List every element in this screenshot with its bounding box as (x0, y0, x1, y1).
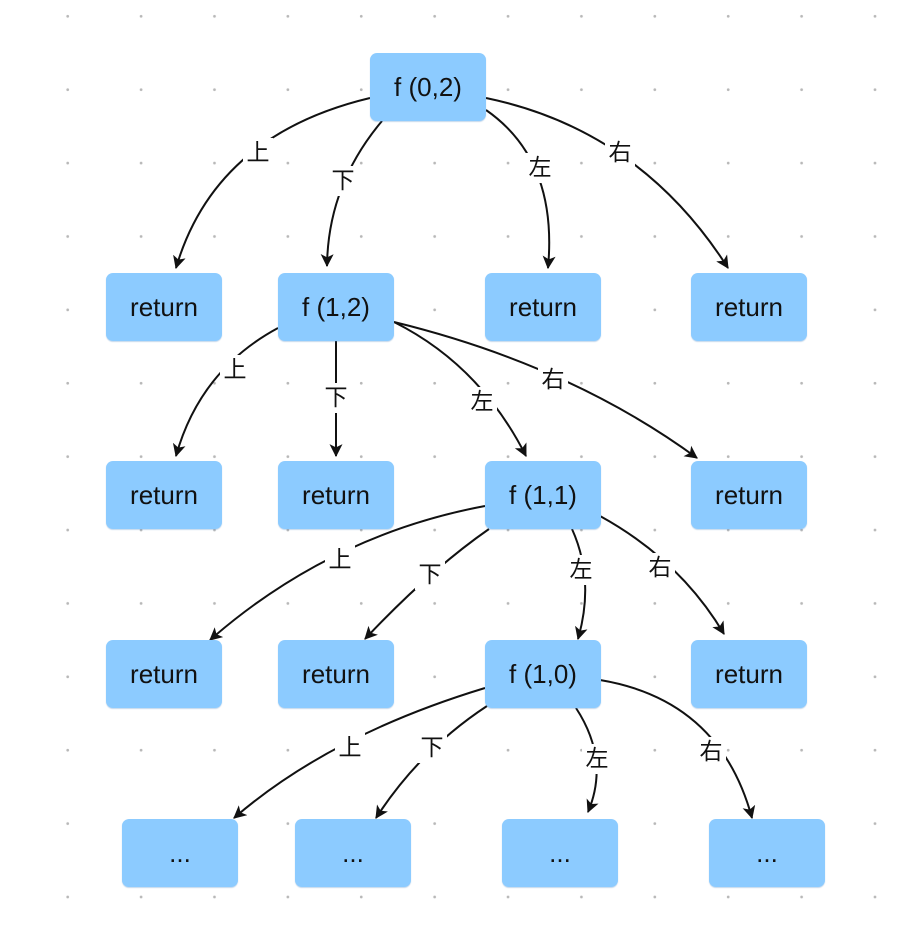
edge-line (485, 109, 556, 270)
node-label: f (1,1) (509, 479, 577, 510)
edge-label-background (335, 733, 365, 763)
node-label: return (130, 291, 198, 322)
node-label: return (130, 658, 198, 689)
node-f11: f (1,1) (485, 461, 601, 529)
node-r6: return (106, 640, 222, 708)
node-label: ... (549, 837, 571, 868)
edge-line (172, 327, 279, 458)
edge-f02-r1: 上 (173, 97, 371, 270)
edge-label: 下 (421, 735, 444, 761)
edge-label-background (417, 733, 447, 763)
edge-f02-r3: 右 (485, 97, 729, 269)
edge-f12-r4: 上 (172, 327, 279, 458)
node-f02: f (0,2) (370, 53, 486, 121)
edge-label: 右 (700, 739, 723, 765)
edge-line (485, 97, 729, 269)
edge-label-background (243, 138, 273, 168)
edge-label: 右 (609, 140, 632, 166)
edge-label: 上 (329, 547, 352, 573)
node-r4: return (106, 461, 222, 529)
edge-label-background (525, 153, 555, 183)
edge-label: 左 (471, 389, 494, 415)
node-label: f (1,2) (302, 291, 370, 322)
edge-line (393, 321, 527, 457)
node-r5: return (278, 461, 394, 529)
edge-f11-r8: 右 (599, 515, 725, 635)
edge-f12-r5: 下 (321, 341, 351, 458)
edge-label: 右 (649, 555, 672, 581)
node-f10: f (1,0) (485, 640, 601, 708)
edge-label-background (566, 555, 596, 585)
node-label: return (302, 658, 370, 689)
edge-label-background (415, 560, 445, 590)
edge-label-background (328, 166, 358, 196)
node-label: f (0,2) (394, 71, 462, 102)
edge-f10-e1: 上 (233, 687, 486, 819)
edge-label: 右 (542, 367, 565, 393)
node-r8: return (691, 640, 807, 708)
edge-label: 上 (224, 357, 247, 383)
edge-label: 下 (419, 562, 442, 588)
node-label: return (715, 658, 783, 689)
edge-label: 左 (529, 155, 552, 181)
node-r3: return (691, 273, 807, 341)
edge-label: 上 (247, 140, 270, 166)
node-r9: return (691, 461, 807, 529)
edge-f02-r2: 左 (485, 109, 556, 270)
node-label: return (302, 479, 370, 510)
node-label: ... (756, 837, 778, 868)
edge-label: 上 (339, 735, 362, 761)
edge-f02-f12: 下 (320, 120, 383, 268)
edge-label-background (325, 545, 355, 575)
edge-label-background (538, 365, 568, 395)
node-label: return (130, 479, 198, 510)
edge-f12-f11: 左 (393, 321, 527, 457)
node-e3: ... (502, 819, 618, 887)
node-label: return (715, 479, 783, 510)
edge-line (599, 679, 756, 820)
edge-label-background (582, 744, 612, 774)
node-r2: return (485, 273, 601, 341)
edge-label-background (696, 737, 726, 767)
node-label: return (715, 291, 783, 322)
edge-label-background (321, 383, 351, 413)
edge-label-background (220, 355, 250, 385)
edge-f10-e2: 下 (375, 705, 488, 819)
edge-label: 下 (332, 168, 355, 194)
node-f12: f (1,2) (278, 273, 394, 341)
edge-label: 左 (570, 557, 593, 583)
edge-label-background (605, 138, 635, 168)
node-e2: ... (295, 819, 411, 887)
node-r7: return (278, 640, 394, 708)
node-label: f (1,0) (509, 658, 577, 689)
edge-f11-r7: 下 (364, 528, 490, 640)
edge-f11-f10: 左 (566, 528, 596, 641)
edge-f11-r6: 上 (209, 505, 486, 641)
edge-label: 下 (325, 385, 348, 411)
node-r1: return (106, 273, 222, 341)
node-label: ... (342, 837, 364, 868)
edge-f10-e4: 右 (599, 679, 756, 820)
edge-label-background (645, 553, 675, 583)
node-label: ... (169, 837, 191, 868)
edge-f12-r9: 右 (393, 321, 698, 459)
edge-label-background (467, 387, 497, 417)
node-e1: ... (122, 819, 238, 887)
edge-f10-e3: 左 (575, 707, 612, 813)
node-label: return (509, 291, 577, 322)
edge-label: 左 (586, 746, 609, 772)
node-e4: ... (709, 819, 825, 887)
